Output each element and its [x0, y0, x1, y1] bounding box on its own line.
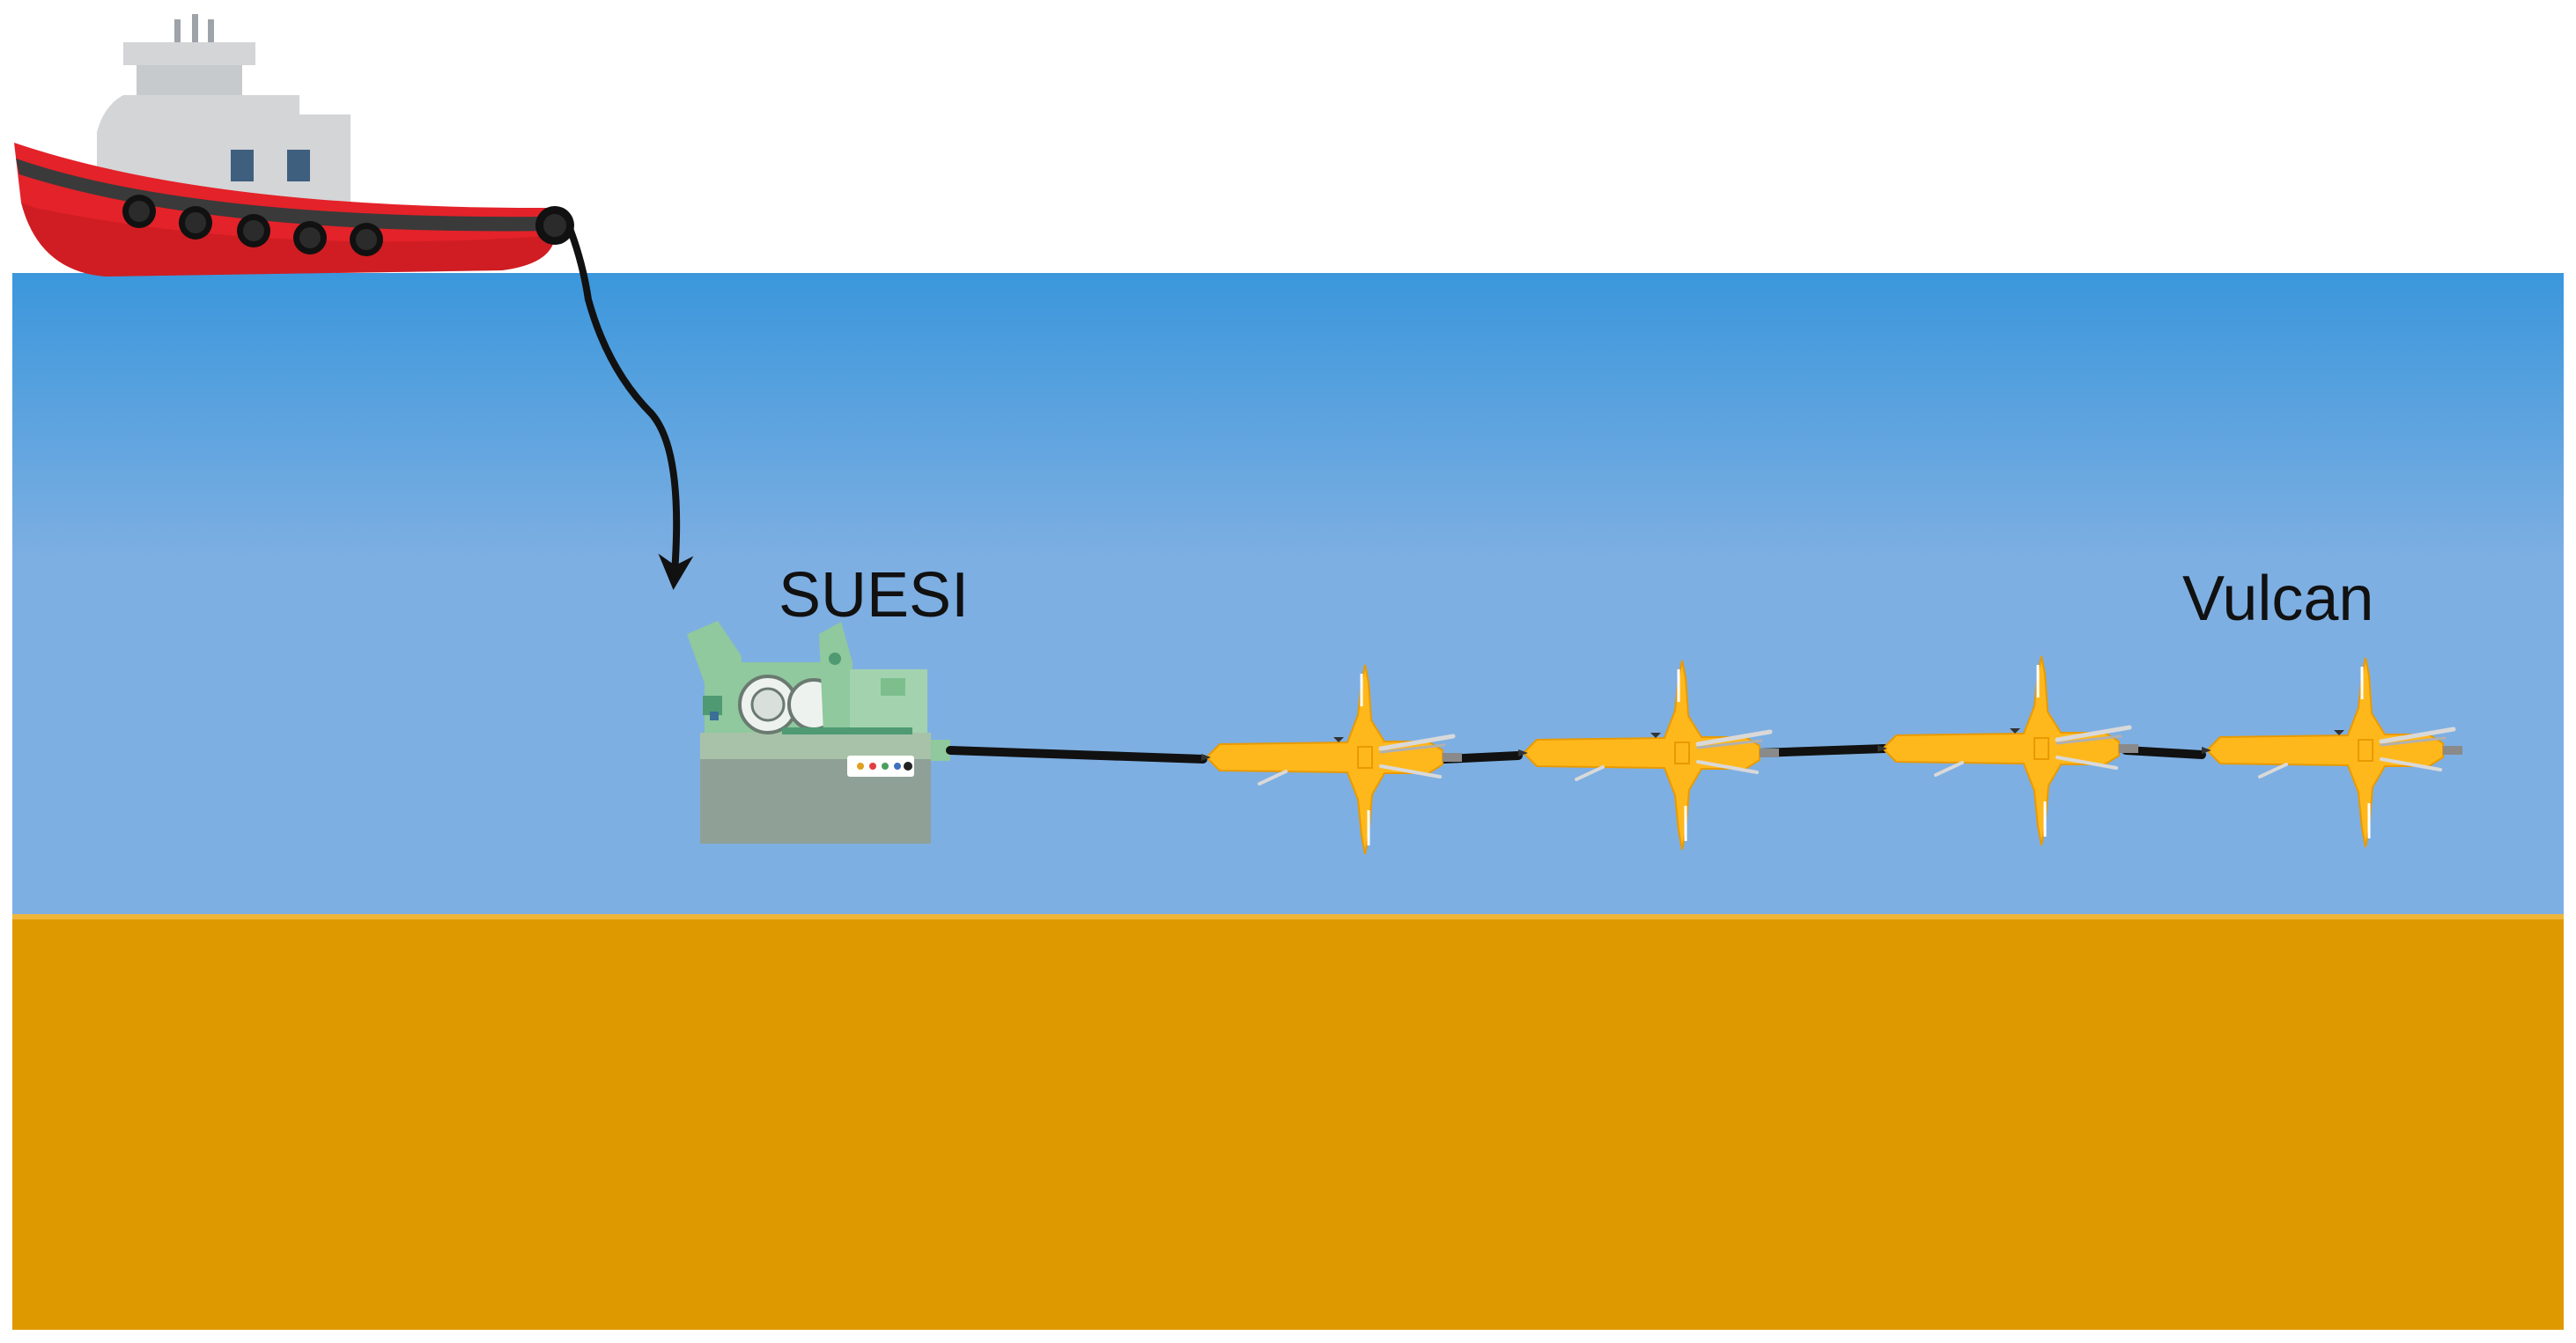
vulcan-label: Vulcan: [2182, 564, 2374, 634]
seabed-surface-line: [12, 914, 2564, 919]
suesi-icon: [687, 621, 950, 844]
water-column: [12, 273, 2564, 918]
cable-arrow-icon: [567, 227, 694, 590]
seabed: [12, 916, 2564, 1330]
ship-icon: [14, 14, 574, 277]
suesi-label: SUESI: [779, 560, 970, 631]
vulcan-tow-cable: [946, 744, 2206, 764]
